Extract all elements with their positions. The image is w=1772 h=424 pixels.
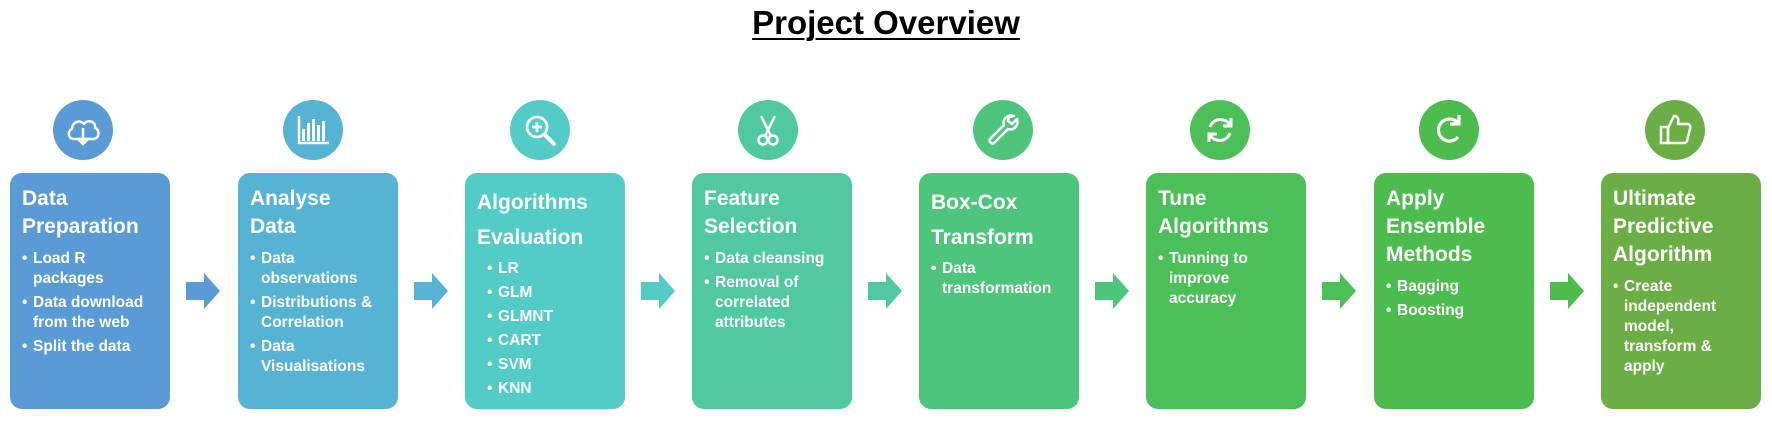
- step-item: Data observations: [250, 249, 390, 289]
- step-item: Removal of correlated attributes: [704, 273, 844, 333]
- step-title: Data Preparation: [22, 187, 139, 238]
- step-card-box-cox-transform: Box-Cox Transform Data transformation: [919, 173, 1079, 409]
- step-title: Apply Ensemble Methods: [1386, 187, 1486, 266]
- flow-arrow: [1322, 273, 1356, 309]
- step-card-data-preparation: Data Preparation Load R packages Data do…: [10, 173, 170, 409]
- step-title: Algorithms Evaluation: [477, 191, 588, 249]
- step-item: GLMNT: [487, 307, 617, 327]
- step-card-analyse-data: Analyse Data Data observations Distribut…: [238, 173, 398, 409]
- step-item: Bagging: [1386, 277, 1526, 297]
- rotate-icon: [1419, 100, 1479, 160]
- step-card-ultimate-predictive-algorithm: Ultimate Predictive Algorithm Create ind…: [1601, 173, 1761, 409]
- step-item: Data download from the web: [22, 293, 162, 333]
- flow-arrow: [1095, 273, 1129, 309]
- step-item: SVM: [487, 355, 617, 375]
- step-card-tune-algorithms: Tune Algorithms Tunning to improve accur…: [1146, 173, 1306, 409]
- step-item: Split the data: [22, 337, 162, 357]
- step-item: LR: [487, 259, 617, 279]
- step-item: Data Visualisations: [250, 337, 390, 377]
- step-card-algorithms-evaluation: Algorithms Evaluation LR GLM GLMNT CART …: [465, 173, 625, 409]
- zoom-in-icon: [510, 100, 570, 160]
- thumbs-up-icon: [1645, 100, 1705, 160]
- step-item: Load R packages: [22, 249, 162, 289]
- bar-chart-icon: [283, 100, 343, 160]
- flow-arrow: [1550, 273, 1584, 309]
- flow-arrow: [186, 273, 220, 309]
- scissors-icon: [738, 100, 798, 160]
- step-card-feature-selection: Feature Selection Data cleansing Removal…: [692, 173, 852, 409]
- step-item: GLM: [487, 283, 617, 303]
- step-item: CART: [487, 331, 617, 351]
- step-title: Feature Selection: [704, 187, 798, 238]
- step-title: Ultimate Predictive Algorithm: [1613, 187, 1714, 266]
- step-card-apply-ensemble-methods: Apply Ensemble Methods Bagging Boosting: [1374, 173, 1534, 409]
- wrench-icon: [973, 100, 1033, 160]
- flow-arrow: [414, 273, 448, 309]
- step-item: Boosting: [1386, 301, 1526, 321]
- refresh-icon: [1190, 100, 1250, 160]
- step-item: Tunning to improve accuracy: [1158, 249, 1298, 309]
- step-item: Distributions & Correlation: [250, 293, 390, 333]
- step-item: Data cleansing: [704, 249, 844, 269]
- step-item: KNN: [487, 379, 617, 399]
- cloud-download-icon: [53, 100, 113, 160]
- page-title: Project Overview: [752, 4, 1020, 41]
- flow-arrow: [868, 273, 902, 309]
- step-title: Tune Algorithms: [1158, 187, 1269, 238]
- flow-arrow: [641, 273, 675, 309]
- step-title: Box-Cox Transform: [931, 191, 1034, 249]
- step-item: Create independent model, transform & ap…: [1613, 277, 1753, 377]
- step-item: Data transformation: [931, 259, 1071, 299]
- step-title: Analyse Data: [250, 187, 331, 238]
